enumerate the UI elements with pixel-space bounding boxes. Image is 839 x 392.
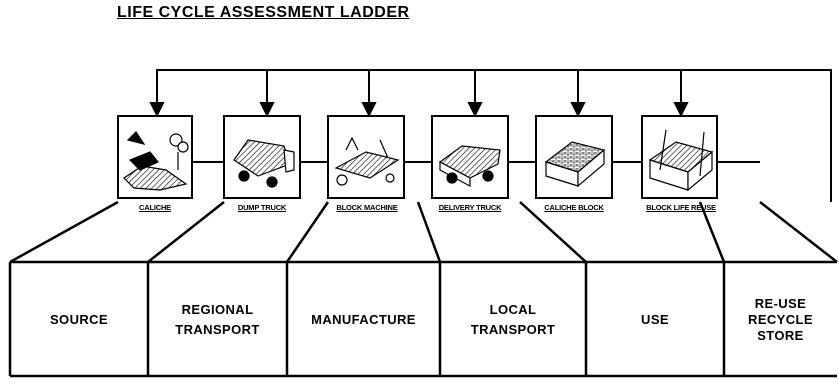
stage-table: [8, 260, 837, 378]
delivery-truck-icon: [438, 145, 501, 187]
block-machine-icon: [334, 136, 400, 186]
stage-source: SOURCE: [49, 311, 109, 327]
caption-caliche: CALICHE: [139, 203, 171, 212]
stage-use: USE: [641, 311, 669, 327]
caption-caliche-block: CALICHE BLOCK: [544, 203, 604, 212]
dump-truck-icon: [233, 139, 295, 188]
stage-manufacture: MANUFACTURE: [311, 311, 416, 327]
caption-delivery-truck: DELIVERY TRUCK: [438, 203, 502, 212]
caption-block-machine: BLOCK MACHINE: [336, 203, 398, 212]
caliche-quarry-icon: [123, 131, 189, 191]
feedback-loop-line: [156, 69, 832, 202]
diagram-title: LIFE CYCLE ASSESSMENT LADDER: [117, 4, 410, 21]
caliche-block-icon: [544, 141, 606, 188]
feedback-arrows: [149, 70, 689, 118]
icon-boxes: [117, 115, 718, 199]
caption-dump-truck: DUMP TRUCK: [237, 203, 287, 212]
block-reuse-icon: [648, 129, 714, 192]
ladder-rungs: [9, 200, 838, 264]
caption-block-life-reuse: BLOCK LIFE REUSE: [646, 203, 716, 212]
